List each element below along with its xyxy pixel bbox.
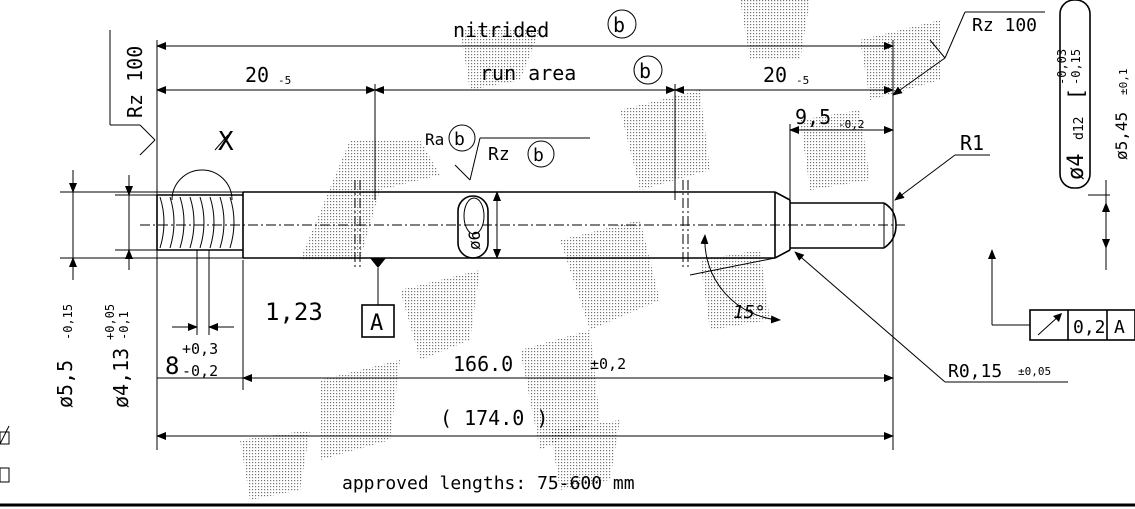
dim-174: ( 174.0 ) (156, 406, 894, 440)
dim-8-tol-lower: -0,2 (182, 362, 218, 380)
rz-100-right: Rz 100 (892, 11, 1045, 96)
dim-174-value: ( 174.0 ) (440, 406, 548, 430)
rz-label: Rz (488, 144, 510, 165)
dia-5-45-tol: ±0,1 (1117, 69, 1130, 96)
circle-b-rz: b (533, 145, 544, 166)
r0-15-tol: ±0,05 (1018, 365, 1051, 378)
rz-100-right-label: Rz 100 (972, 15, 1037, 36)
dim-9-5-tol: -0,2 (838, 118, 865, 131)
dim-20-left-tol: -5 (278, 74, 291, 87)
datum-a-label: A (370, 311, 383, 336)
dia-6: ø6 (465, 231, 484, 250)
circle-b-2: b (639, 59, 651, 83)
detail-x: X (171, 127, 234, 201)
checkbox-empty (0, 467, 10, 483)
angle-15: 15° (689, 234, 781, 324)
dim-8-value: 8 (165, 352, 179, 380)
r0-15-leader: R0,15 ±0,05 (794, 251, 1068, 383)
runout-datum: A (1114, 317, 1125, 338)
right-diameters: ø4 d12 [ -0,03 -0,15 ø5,45 ±0,1 (1055, 0, 1131, 270)
dia-4-13: ø4,13 (109, 348, 133, 408)
r1-leader: R1 (894, 131, 990, 201)
dim-8-tol-upper: +0,3 (182, 340, 218, 358)
runout-arrow-icon (1037, 313, 1062, 336)
rz-100-left-label: Rz 100 (123, 46, 147, 118)
dim-20-right: 20 (763, 63, 787, 87)
pitch-dim: 1,23 (172, 250, 323, 335)
dia-5-45: ø5,45 (1112, 112, 1131, 160)
dia-4-tol-upper: -0,03 (1055, 49, 1069, 85)
checkbox-checked (0, 431, 10, 445)
dim-166-tol: ±0,2 (590, 355, 626, 373)
dia-4-tol-lower: -0,15 (1069, 49, 1083, 85)
thread-profile (159, 196, 235, 249)
dim-9-5: 9,5 -0,2 (789, 105, 894, 200)
circle-b-1: b (613, 13, 625, 37)
approved-lengths: approved lengths: 75-600 mm (342, 473, 635, 494)
dim-166-value: 166.0 (453, 352, 513, 376)
detail-x-label: X (218, 127, 234, 157)
dia-4-13-tol-lower: -0,1 (117, 311, 131, 340)
watermark (240, 0, 940, 500)
circle-b-ra: b (454, 129, 465, 150)
surface-ra-rz: Ra b Rz b (425, 124, 590, 181)
dia-4-13-tol-upper: +0,05 (103, 304, 117, 340)
dim-9-5-value: 9,5 (795, 105, 831, 129)
dim-nitrided: nitrided b (156, 9, 894, 450)
left-diameters: ø5,5 -0,15 ø4,13 +0,05 -0,1 (53, 170, 243, 408)
runout-value: 0,2 (1073, 317, 1106, 338)
rz-100-left: Rz 100 (109, 30, 156, 156)
dim-8: 8 +0,3 -0,2 (157, 260, 244, 390)
datum-a: A (361, 258, 395, 338)
dim-row-2: 20 -5 run area b 20 -5 (156, 55, 894, 200)
dia-5-5-tol: -0,15 (61, 304, 75, 340)
dia-4-d12-sub: d12 (1072, 117, 1087, 140)
run-area-label: run area (480, 61, 576, 85)
r0-15-label: R0,15 (948, 361, 1002, 382)
dim-1-23: 1,23 (265, 298, 323, 326)
runout-frame: 0,2 A (988, 249, 1135, 341)
shaft (140, 180, 905, 270)
nitrided-label: nitrided (453, 18, 549, 42)
dia-6-dim: ø6 (465, 191, 501, 259)
dim-20-left: 20 (245, 63, 269, 87)
angle-15-label: 15° (733, 302, 766, 323)
left-checkboxes (0, 425, 10, 483)
dia-5-5: ø5,5 (53, 360, 77, 408)
r1-label: R1 (960, 131, 984, 155)
dia-4-bracket: [ (1064, 88, 1088, 100)
dim-20-right-tol: -5 (796, 74, 809, 87)
ra-label: Ra (425, 130, 444, 149)
dia-4-d12: ø4 (1064, 154, 1089, 181)
dim-166: 166.0 ±0,2 (242, 352, 894, 382)
